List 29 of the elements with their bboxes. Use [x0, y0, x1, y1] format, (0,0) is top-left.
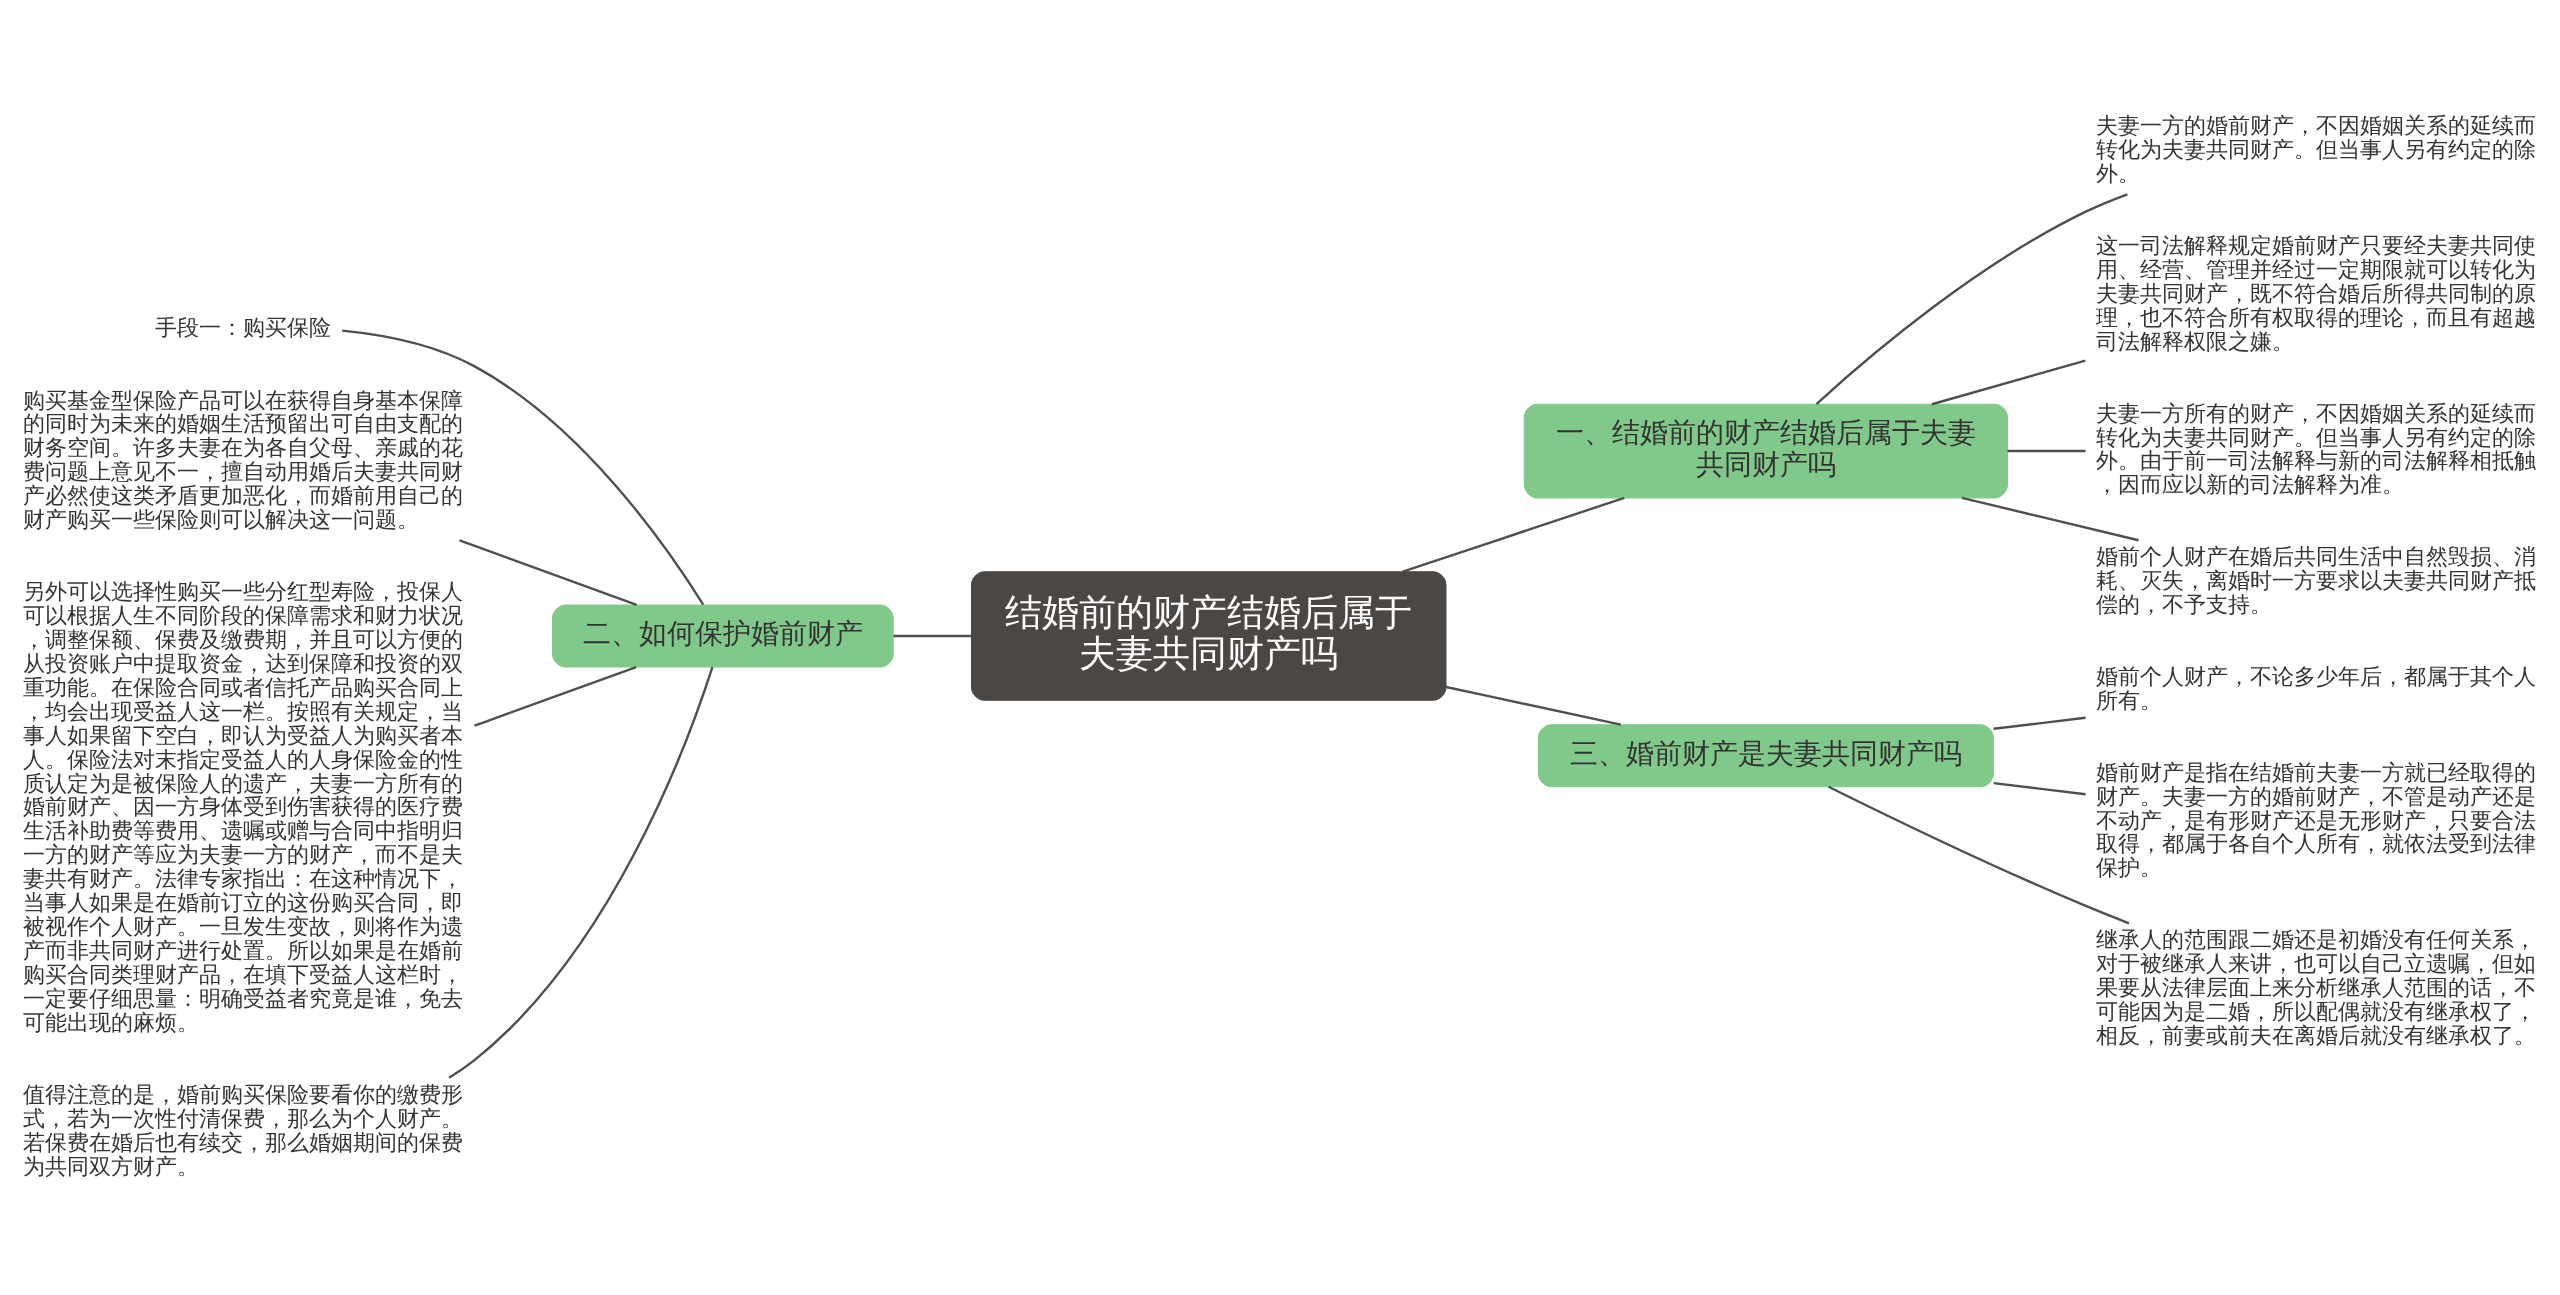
node-box: 二、如何保护婚前财产: [552, 603, 894, 668]
connector: [1961, 496, 2139, 541]
node-text: 手段一：购买保险: [154, 314, 331, 340]
node-text: 购买基金型保险产品可以在获得自身基本保障的同时为未来的婚姻生活预留出可自由支配的财务空间。许多夫妻在为各自父母、亲戚的花费问题上意见不一，擅自动用婚后夫妻共同财产必然使这类矛盾更加恶化，而婚前用自己的财产购买一些保险则可以解决这一问题。: [22, 387, 463, 532]
connector: [1445, 685, 1622, 726]
node-text: 婚前个人财产，不论多少年后，都属于其个人所有。: [2095, 663, 2536, 713]
node-text: 夫妻一方所有的财产，不因婚姻关系的延续而转化为夫妻共同财产。但当事人另有约定的除外。由于前一司法解释与新的司法解释相抵触，因而应以新的司法解释为准。: [2095, 400, 2536, 497]
connector: [474, 665, 637, 727]
connector: [1993, 781, 2086, 795]
node-text: 婚前个人财产在婚后共同生活中自然毁损、消耗、灭失，离婚时一方要求以夫妻共同财产抵偿的，不予支持。: [2095, 543, 2536, 617]
connector: [342, 329, 705, 605]
node-text: 婚前财产是指在结婚前夫妻一方就已经取得的财产。夫妻一方的婚前财产，不管是动产还是不动产，是有形财产还是无形财产，只要合法取得，都属于各自个人所有，就依法受到法律保护。: [2095, 759, 2536, 880]
connector: [1931, 359, 2086, 405]
node-box: 一、结婚前的财产结婚后属于夫妻共同财产吗: [1523, 403, 2008, 498]
connector: [2007, 449, 2086, 452]
node-text: 值得注意的是，婚前购买保险要看你的缴费形式，若为一次性付清保费，那么为个人财产。若保费在婚后也有续交，那么婚姻期间的保费为共同双方财产。: [22, 1081, 463, 1179]
connector: [1815, 192, 2128, 405]
node-text: 这一司法解释规定婚前财产只要经夫妻共同使用、经营、管理并经过一定期限就可以转化为夫妻共同财产，既不符合婚后所得共同制的原理，也不符合所有权取得的理论，而且有超越司法解释权限之嫌。: [2095, 232, 2536, 354]
connector: [448, 666, 714, 1079]
connector: [1402, 496, 1625, 573]
node-box: 结婚前的财产结婚后属于夫妻共同财产吗: [970, 570, 1447, 701]
node-text: 另外可以选择性购买一些分红型寿险，投保人可以根据人生不同阶段的保障需求和财力状况，调整保额、保费及缴费期，并且可以方便的从投资账户中提取资金，达到保障和投资的双重功能。在保险合同或者信托产品购买合同上，均会出现受益人这一栏。按照有关规定，当事人如果留下空白，即认为受益人为购买者本人。保险法对末指定受益人的人身保险金的性质认定为是被保险人的遗产，夫妻一方所有的婚前财产、因一方身体受到伤害获得的医疗费生活补助费等费用、遗嘱或赠与合同中指明归一方的财产等应为夫妻一方的财产，而不是夫妻共有财产。法律专家指出：在这种情况下，当事人如果是在婚前订立的这份购买合同，即被视作个人财产。一旦发生变故，则将作为遗产而非共同财产进行处置。所以如果是在婚前购买合同类理财产品，在填下受益人这栏时，一定要仔细思量：明确受益者究竟是谁，免去可能出现的麻烦。: [22, 578, 463, 1035]
connector: [459, 538, 638, 606]
node-box: 三、婚前财产是夫妻共同财产吗: [1537, 723, 1994, 787]
node-text: 夫妻一方的婚前财产，不因婚姻关系的延续而转化为夫妻共同财产。但当事人另有约定的除外。: [2095, 112, 2536, 186]
connector: [893, 634, 972, 637]
connector: [1828, 785, 2130, 924]
connector: [1993, 716, 2086, 730]
node-text: 继承人的范围跟二婚还是初婚没有任何关系，对于被继承人来讲，也可以自己立遗嘱，但如果要从法律层面上来分析继承人范围的话，不可能因为是二婚，所以配偶就没有继承权了，相反，前妻或前夫在离婚后就没有继承权了。: [2095, 926, 2536, 1048]
